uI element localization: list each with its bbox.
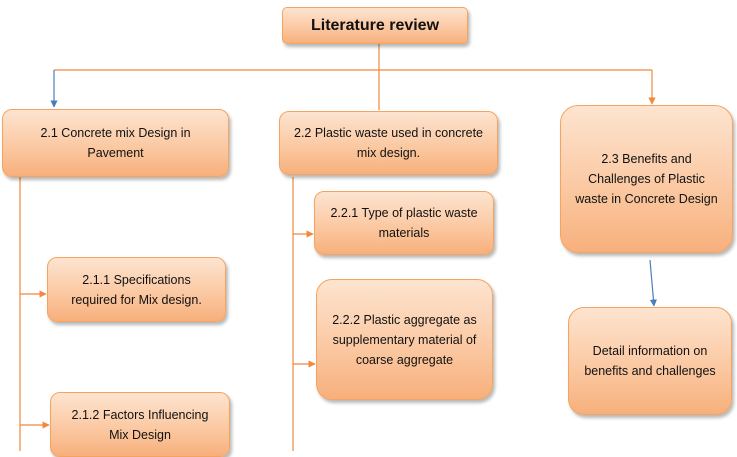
node-2-2-2: 2.2.2 Plastic aggregate as supplementary…	[316, 279, 493, 400]
node-2-2-label: 2.2 Plastic waste used in concrete mix d…	[294, 126, 483, 160]
node-2-1-2-label: 2.1.2 Factors Influencing Mix Design	[71, 407, 209, 442]
root-node: Literature review	[282, 7, 468, 44]
node-2-3-1: Detail information on benefits and chall…	[568, 307, 732, 415]
node-2-1-2: 2.1.2 Factors Influencing Mix Design	[50, 392, 230, 457]
connector-to-2-3-child	[649, 259, 658, 307]
node-2-1-1-label: 2.1.1 Specifications required for Mix de…	[71, 272, 202, 307]
node-2-2-1: 2.2.1 Type of plastic waste materials	[314, 191, 494, 255]
node-2-3-label: 2.3 Benefits and Challenges of Plastic w…	[575, 152, 718, 206]
node-2-1: 2.1 Concrete mix Design in Pavement	[2, 109, 229, 177]
node-2-1-1: 2.1.1 Specifications required for Mix de…	[47, 257, 226, 322]
node-2-3: 2.3 Benefits and Challenges of Plastic w…	[560, 105, 733, 253]
node-2-3-1-label: Detail information on benefits and chall…	[584, 344, 716, 378]
node-2-2-1-label: 2.2.1 Type of plastic waste materials	[330, 206, 478, 240]
root-node-label: Literature review	[310, 16, 440, 34]
node-2-2: 2.2 Plastic waste used in concrete mix d…	[279, 111, 498, 175]
node-2-2-2-label: 2.2.2 Plastic aggregate as supplementary…	[332, 312, 477, 367]
node-2-1-label: 2.1 Concrete mix Design in Pavement	[40, 126, 191, 160]
